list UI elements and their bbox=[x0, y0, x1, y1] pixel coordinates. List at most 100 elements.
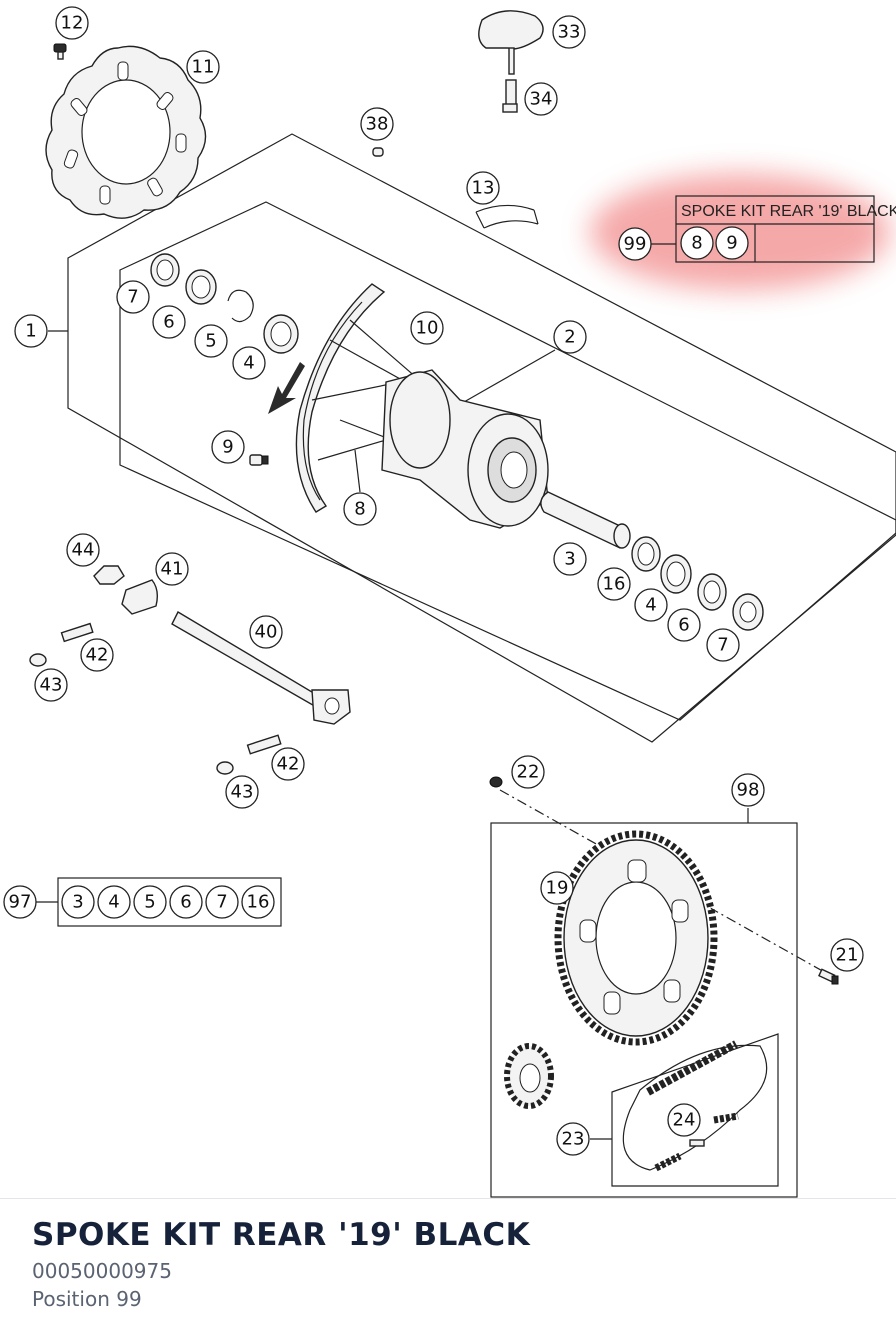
kit-99-item-9[interactable]: 9 bbox=[715, 226, 749, 260]
wheel-assembly-frame bbox=[67, 133, 896, 743]
svg-text:42: 42 bbox=[277, 754, 300, 775]
svg-text:16: 16 bbox=[247, 892, 270, 913]
callout-34[interactable]: 34 bbox=[524, 82, 558, 116]
sprocket-bolt bbox=[818, 968, 839, 985]
rim-tape bbox=[475, 204, 539, 229]
callout-6[interactable]: 6 bbox=[152, 305, 186, 339]
svg-text:44: 44 bbox=[72, 540, 95, 561]
svg-text:8: 8 bbox=[691, 233, 702, 254]
callout-97[interactable]: 97 bbox=[3, 885, 37, 919]
rim bbox=[295, 283, 386, 513]
svg-text:13: 13 bbox=[472, 178, 495, 199]
callout-16[interactable]: 16 bbox=[597, 567, 631, 601]
kit-97-item[interactable]: 4 bbox=[97, 885, 131, 919]
part-position: Position 99 bbox=[32, 1287, 142, 1311]
callout-99[interactable]: 99 bbox=[618, 227, 652, 261]
callout-24[interactable]: 24 bbox=[667, 1103, 701, 1137]
sprocket-chain-box bbox=[490, 822, 798, 1198]
part-info-panel: SPOKE KIT REAR '19' BLACK 00050000975 Po… bbox=[0, 1198, 896, 1336]
valve-cap bbox=[372, 147, 384, 157]
callout-11[interactable]: 11 bbox=[186, 50, 220, 84]
callout-43[interactable]: 43 bbox=[34, 668, 68, 702]
svg-text:6: 6 bbox=[180, 892, 191, 913]
svg-text:41: 41 bbox=[161, 559, 184, 580]
rim-lock-part bbox=[478, 10, 544, 113]
svg-text:9: 9 bbox=[222, 437, 233, 458]
svg-text:34: 34 bbox=[530, 89, 553, 110]
svg-text:19: 19 bbox=[546, 878, 569, 899]
kit-97-item[interactable]: 6 bbox=[169, 885, 203, 919]
callout-7-right[interactable]: 7 bbox=[706, 628, 740, 662]
callout-9[interactable]: 9 bbox=[211, 430, 245, 464]
kit-97-item[interactable]: 7 bbox=[205, 885, 239, 919]
svg-text:9: 9 bbox=[726, 233, 737, 254]
svg-text:7: 7 bbox=[717, 635, 728, 656]
axle-parts bbox=[29, 565, 351, 775]
kit-97-item[interactable]: 5 bbox=[133, 885, 167, 919]
kit-97-item[interactable]: 16 bbox=[241, 885, 275, 919]
svg-text:97: 97 bbox=[9, 892, 32, 913]
svg-text:7: 7 bbox=[216, 892, 227, 913]
svg-text:5: 5 bbox=[205, 331, 216, 352]
callout-40[interactable]: 40 bbox=[249, 615, 283, 649]
callout-4[interactable]: 4 bbox=[232, 346, 266, 380]
front-sprocket bbox=[504, 1043, 554, 1109]
hub bbox=[381, 369, 549, 529]
callout-44[interactable]: 44 bbox=[66, 533, 100, 567]
callout-12[interactable]: 12 bbox=[55, 6, 89, 40]
svg-text:2: 2 bbox=[564, 327, 575, 348]
callout-4-right[interactable]: 4 bbox=[634, 588, 668, 622]
kit-97-item[interactable]: 3 bbox=[61, 885, 95, 919]
svg-text:4: 4 bbox=[243, 353, 254, 374]
callout-10[interactable]: 10 bbox=[410, 311, 444, 345]
callout-6-right[interactable]: 6 bbox=[667, 608, 701, 642]
callout-8[interactable]: 8 bbox=[343, 492, 377, 526]
callout-1[interactable]: 1 bbox=[14, 314, 48, 348]
svg-text:6: 6 bbox=[678, 615, 689, 636]
spoke-nipple bbox=[249, 454, 269, 466]
svg-text:10: 10 bbox=[416, 318, 439, 339]
kit-99-box: SPOKE KIT REAR '19' BLACK bbox=[675, 195, 896, 263]
svg-text:24: 24 bbox=[673, 1110, 696, 1131]
hub-group-frame bbox=[119, 201, 896, 721]
svg-text:12: 12 bbox=[61, 13, 84, 34]
part-number: 00050000975 bbox=[32, 1259, 172, 1283]
svg-text:11: 11 bbox=[192, 57, 215, 78]
svg-text:1: 1 bbox=[25, 321, 36, 342]
svg-text:8: 8 bbox=[354, 499, 365, 520]
exploded-parts-diagram: SPOKE KIT REAR '19' BLACK bbox=[3, 6, 896, 1198]
kit-99-item-8[interactable]: 8 bbox=[680, 226, 714, 260]
svg-text:4: 4 bbox=[108, 892, 119, 913]
callout-42-lower[interactable]: 42 bbox=[271, 747, 305, 781]
svg-text:22: 22 bbox=[517, 762, 540, 783]
svg-text:40: 40 bbox=[255, 622, 278, 643]
svg-text:99: 99 bbox=[624, 234, 647, 255]
callout-22[interactable]: 22 bbox=[511, 755, 545, 789]
svg-text:42: 42 bbox=[86, 645, 109, 666]
svg-text:6: 6 bbox=[163, 312, 174, 333]
svg-text:16: 16 bbox=[603, 574, 626, 595]
callout-33[interactable]: 33 bbox=[552, 15, 586, 49]
disc-screw bbox=[53, 43, 67, 60]
callout-42[interactable]: 42 bbox=[80, 638, 114, 672]
callout-21[interactable]: 21 bbox=[830, 938, 864, 972]
callout-5[interactable]: 5 bbox=[194, 324, 228, 358]
callout-38[interactable]: 38 bbox=[360, 107, 394, 141]
svg-text:4: 4 bbox=[645, 595, 656, 616]
svg-text:3: 3 bbox=[72, 892, 83, 913]
callout-13[interactable]: 13 bbox=[466, 171, 500, 205]
callout-98[interactable]: 98 bbox=[731, 773, 765, 807]
leader-lines bbox=[36, 243, 836, 1140]
callout-23[interactable]: 23 bbox=[556, 1122, 590, 1156]
svg-text:5: 5 bbox=[144, 892, 155, 913]
brake-disc bbox=[45, 45, 207, 219]
callout-2[interactable]: 2 bbox=[553, 320, 587, 354]
svg-text:23: 23 bbox=[562, 1129, 585, 1150]
rear-sprocket bbox=[554, 830, 718, 1046]
callout-19[interactable]: 19 bbox=[540, 871, 574, 905]
kit-97-box bbox=[57, 877, 282, 927]
callout-43-lower[interactable]: 43 bbox=[225, 775, 259, 809]
callout-3[interactable]: 3 bbox=[553, 542, 587, 576]
callout-41[interactable]: 41 bbox=[155, 552, 189, 586]
callout-7[interactable]: 7 bbox=[116, 280, 150, 314]
